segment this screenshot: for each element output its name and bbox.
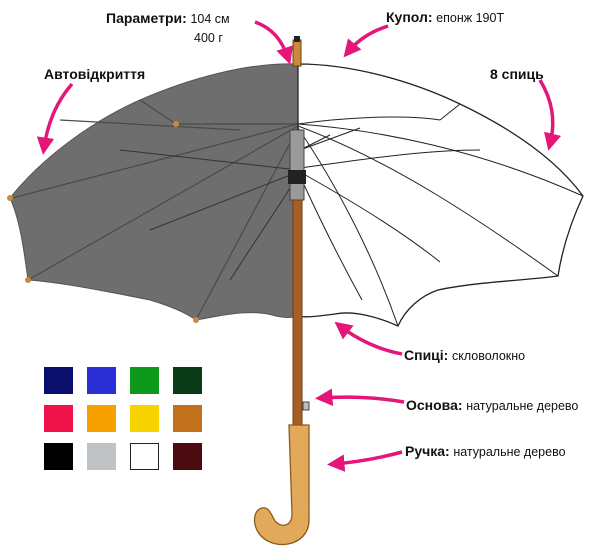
umbrella-top-tip	[292, 39, 302, 67]
arrow-spokes-count	[538, 79, 562, 151]
canopy-white-seams	[297, 103, 584, 327]
handle-value: натуральне дерево	[453, 445, 566, 459]
handle-label: Ручка: натуральне дерево	[405, 443, 566, 460]
arrow-canopy	[343, 24, 389, 58]
color-swatch[interactable]	[173, 405, 202, 432]
color-swatch[interactable]	[44, 443, 73, 470]
wooden-shaft	[292, 199, 303, 431]
parameters-label: Параметри: 104 см	[106, 10, 230, 27]
ribs-white	[299, 127, 481, 301]
wooden-handle	[253, 424, 310, 546]
runner-mechanism	[289, 129, 305, 201]
color-swatch[interactable]	[130, 367, 159, 394]
canopy-grey-seams	[11, 99, 299, 321]
parameters-weight: 400 г	[194, 31, 223, 45]
canopy-title: Купол:	[386, 9, 433, 25]
color-swatch[interactable]	[130, 443, 159, 470]
color-swatch[interactable]	[173, 367, 202, 394]
color-swatch[interactable]	[87, 367, 116, 394]
handle-title: Ручка:	[405, 443, 450, 459]
color-swatch[interactable]	[87, 405, 116, 432]
canopy-value: епонж 190Т	[436, 11, 505, 25]
canopy-label: Купол: епонж 190Т	[386, 9, 504, 26]
ribs-label: Спиці: скловолокно	[404, 347, 525, 364]
shaft-label: Основа: натуральне дерево	[406, 397, 578, 414]
ribs-title: Спиці:	[404, 347, 449, 363]
arrow-ribs	[334, 321, 403, 356]
arrow-shaft	[315, 388, 405, 406]
color-swatch[interactable]	[87, 443, 116, 470]
shaft-title: Основа:	[406, 397, 463, 413]
auto-open-title: Автовідкриття	[44, 66, 146, 82]
auto-open-label: Автовідкриття	[44, 66, 145, 83]
color-swatch[interactable]	[44, 367, 73, 394]
rib-tips	[7, 121, 199, 323]
parameters-title: Параметри:	[106, 10, 187, 26]
canopy-white-half	[297, 63, 584, 327]
color-swatch[interactable]	[173, 443, 202, 470]
ribs-value: скловолокно	[451, 349, 526, 363]
spokes-count-title: 8 спиць	[490, 66, 544, 82]
spokes-count-label: 8 спиць	[490, 66, 544, 83]
canopy-grey-half	[9, 63, 299, 321]
shaft-value: натуральне дерево	[466, 399, 579, 413]
callout-arrows	[36, 20, 562, 472]
parameters-length: 104 см	[190, 12, 230, 26]
color-swatch[interactable]	[44, 405, 73, 432]
ribs-grey	[119, 149, 299, 281]
arrow-handle	[327, 450, 403, 472]
arrow-auto-open	[36, 82, 74, 155]
color-swatch[interactable]	[130, 405, 159, 432]
arrow-parameters	[254, 20, 293, 65]
